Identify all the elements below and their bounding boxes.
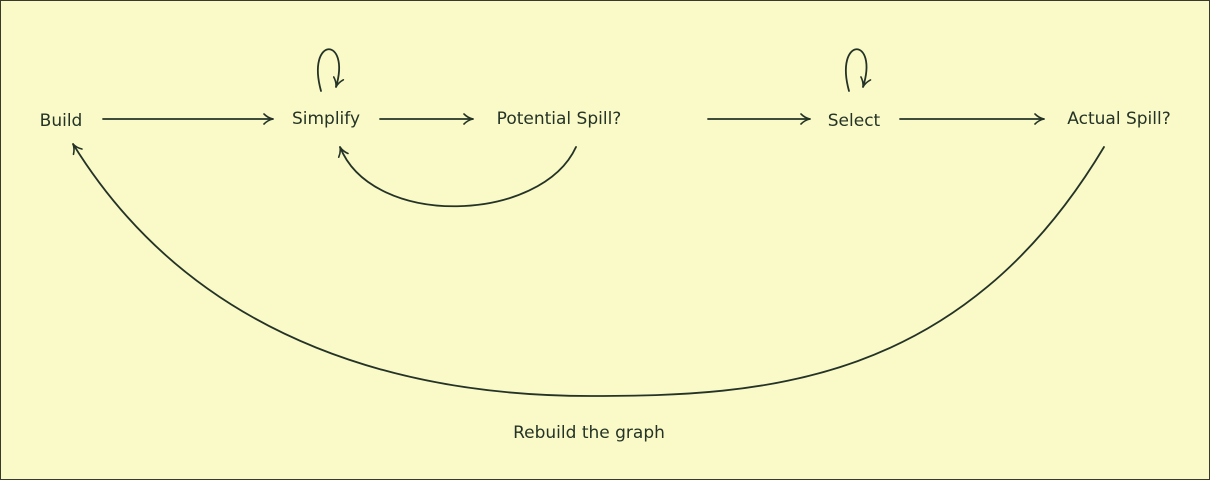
node-select: Select — [828, 111, 881, 131]
node-simplify: Simplify — [292, 109, 360, 129]
edge-select-self-loop — [844, 48, 872, 92]
edge-label-rebuild: Rebuild the graph — [513, 423, 665, 443]
edge-potential-spill-to-simplify — [337, 146, 577, 208]
node-actual-spill: Actual Spill? — [1067, 109, 1170, 129]
edge-simplify-self-loop — [317, 48, 345, 92]
edge-actual-spill-to-build — [72, 143, 1105, 397]
node-potential-spill: Potential Spill? — [497, 109, 622, 129]
node-build: Build — [40, 111, 83, 131]
